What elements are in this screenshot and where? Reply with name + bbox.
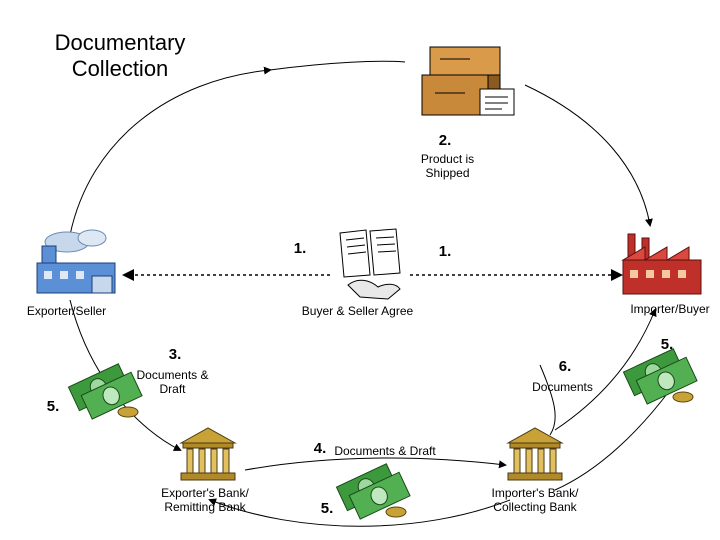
diagram-title: Documentary Collection	[54, 30, 186, 82]
step3-text: Documents & Draft	[136, 368, 209, 397]
step4-number: 4.	[313, 440, 327, 457]
arrow-importer-bank-return	[554, 389, 671, 491]
step5-right-number: 5.	[660, 336, 674, 353]
step3-number: 3.	[168, 346, 182, 363]
step6-text: Documents	[532, 380, 593, 394]
arrow-bank-to-bank	[244, 457, 507, 471]
importer-label: Importer/Buyer	[630, 302, 710, 316]
exporter-label: Exporter/Seller	[26, 304, 107, 318]
arrow-exporter-to-shipment	[69, 66, 272, 236]
step5-bottom-number: 5.	[320, 500, 334, 517]
bank-icon-importer	[506, 427, 564, 481]
step1-left-number: 1.	[293, 240, 307, 257]
arrow-shipment-to-importer	[524, 84, 653, 227]
step5-left-number: 5.	[46, 398, 60, 415]
step6-number: 6.	[558, 358, 572, 375]
money-icon-bottom	[335, 463, 411, 520]
money-icon-left	[67, 363, 143, 420]
importer-bank-label: Importer's Bank/ Collecting Bank	[491, 486, 579, 515]
arrow-bottom-return	[208, 498, 511, 527]
handshake-documents-icon	[339, 228, 401, 300]
factory-icon-exporter	[36, 229, 116, 294]
step2-number: 2.	[438, 132, 452, 149]
exporter-bank-label: Exporter's Bank/ Remitting Bank	[161, 486, 249, 515]
step1-right-number: 1.	[438, 243, 452, 260]
factory-icon-importer	[621, 233, 702, 295]
bank-icon-exporter	[179, 427, 237, 481]
money-icon-right	[622, 348, 698, 405]
agree-label: Buyer & Seller Agree	[301, 304, 414, 318]
boxes-icon	[421, 46, 515, 116]
step2-text: Product is Shipped	[420, 152, 475, 181]
arrow-step6	[539, 364, 556, 436]
arrow-bank-to-importer	[554, 308, 657, 431]
step4-text: Documents & Draft	[334, 444, 436, 458]
arrow-exporter-to-shipment-cont	[269, 60, 406, 71]
